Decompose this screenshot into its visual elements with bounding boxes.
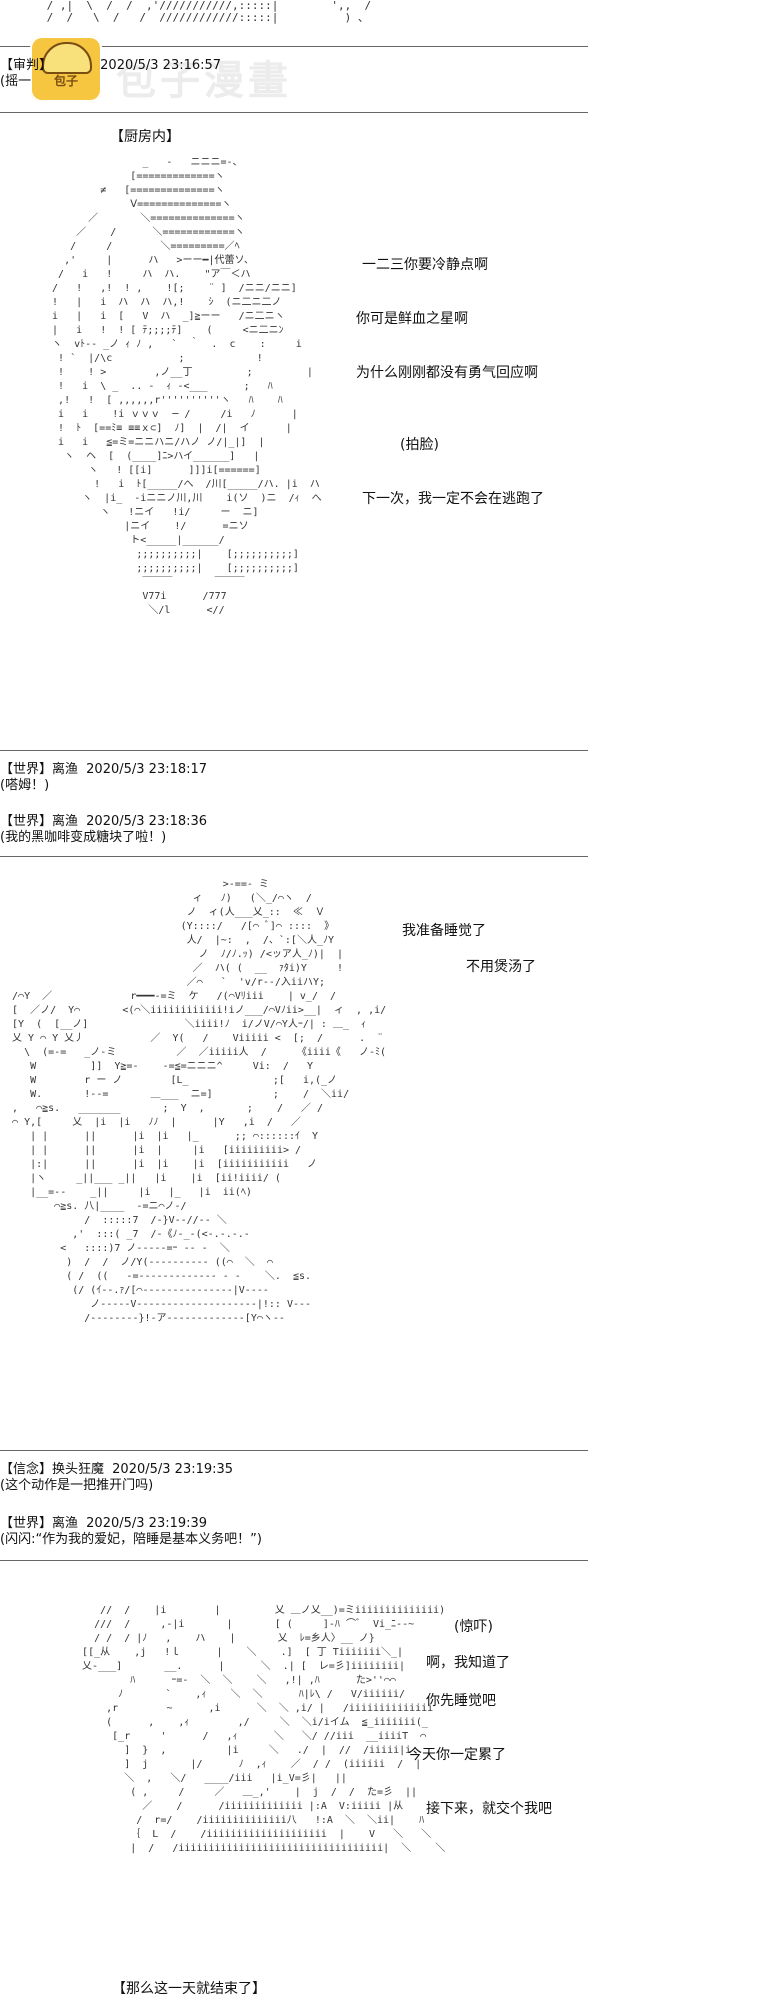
post-datetime: 2020/5/3 23:16:57	[100, 58, 222, 73]
divider	[0, 1450, 588, 1451]
dialogue-line: 啊，我知道了	[426, 1655, 510, 1671]
post-text: (我的黑咖啡变成糖块了啦！)	[0, 830, 167, 845]
post-datetime: 2020/5/3 23:19:35	[112, 1462, 234, 1477]
bun-icon	[42, 42, 92, 74]
divider	[0, 750, 588, 751]
post-author: 【世界】离渔	[0, 1516, 79, 1531]
dialogue-line: 今天你一定累了	[408, 1747, 506, 1763]
divider	[0, 856, 588, 857]
post-author: 【世界】离渔	[0, 762, 79, 777]
divider	[0, 46, 588, 47]
ascii-art-girl-kitchen: _ - ニニニ=-、 [=============ヽ ≠ [==========…	[52, 157, 322, 616]
post-text: (闪闪:“作为我的爱妃，陪睡是基本义务吧！”)	[0, 1532, 262, 1547]
post-datetime: 2020/5/3 23:19:39	[86, 1516, 208, 1531]
ending-title: 【那么这一天就结束了】	[112, 1981, 266, 1997]
post-datetime: 2020/5/3 23:18:36	[86, 814, 208, 829]
dialogue-line: 下一次，我一定不会在逃跑了	[362, 491, 544, 507]
post-author: 【信念】换头狂魔	[0, 1462, 105, 1477]
dialogue-line: 接下来，就交个我吧	[426, 1801, 552, 1817]
dialogue-line: 不用煲汤了	[466, 959, 536, 975]
post-header: 【审判】 2020/5/3 23:16:57	[0, 58, 221, 74]
post-header: 【世界】离渔 2020/5/3 23:18:36	[0, 814, 207, 830]
ascii-art-bed-scene: // / |i | 乂 ＿ノ乂__)=ミiiiiiiiiiiiiii) /// …	[82, 1605, 446, 1854]
post-datetime: 2020/5/3 23:18:17	[86, 762, 208, 777]
dialogue-line: (惊吓)	[454, 1619, 493, 1635]
dialogue-line: 一二三你要冷静点啊	[362, 257, 488, 273]
post-text: (这个动作是一把推开门吗)	[0, 1478, 154, 1493]
post-header: 【信念】换头狂魔 2020/5/3 23:19:35	[0, 1462, 233, 1478]
dialogue-line: 你先睡觉吧	[426, 1693, 496, 1709]
post-author: 【审判】	[0, 58, 53, 73]
scene-title: 【厨房内】	[110, 129, 180, 145]
post-header: 【世界】离渔 2020/5/3 23:18:17	[0, 762, 207, 778]
watermark: 包子漫畫	[116, 58, 292, 104]
ascii-art-bedroom-door: >-==- ミ ィ ﾉ) (＼_/⌒ヽ / ノ ィ(人___乂_:: ≪ Ｖ (…	[12, 879, 387, 1324]
dialogue-line: 为什么刚刚都没有勇气回应啊	[356, 365, 538, 381]
divider	[0, 112, 588, 113]
post-text: (摇一	[0, 74, 32, 89]
dialogue-line: (拍脸)	[400, 437, 439, 453]
dialogue-line: 我准备睡觉了	[402, 923, 486, 939]
header-fragment-art: / ,| \ / / ,'///////////,:::::| ',, / / …	[46, 0, 372, 24]
dialogue-line: 你可是鲜血之星啊	[356, 311, 468, 327]
post-text: (嗒姆！)	[0, 778, 50, 793]
divider	[0, 1560, 588, 1561]
site-logo: 包子	[30, 36, 102, 102]
post-header: 【世界】离渔 2020/5/3 23:19:39	[0, 1516, 207, 1532]
logo-text: 包子	[53, 74, 78, 88]
post-author: 【世界】离渔	[0, 814, 79, 829]
